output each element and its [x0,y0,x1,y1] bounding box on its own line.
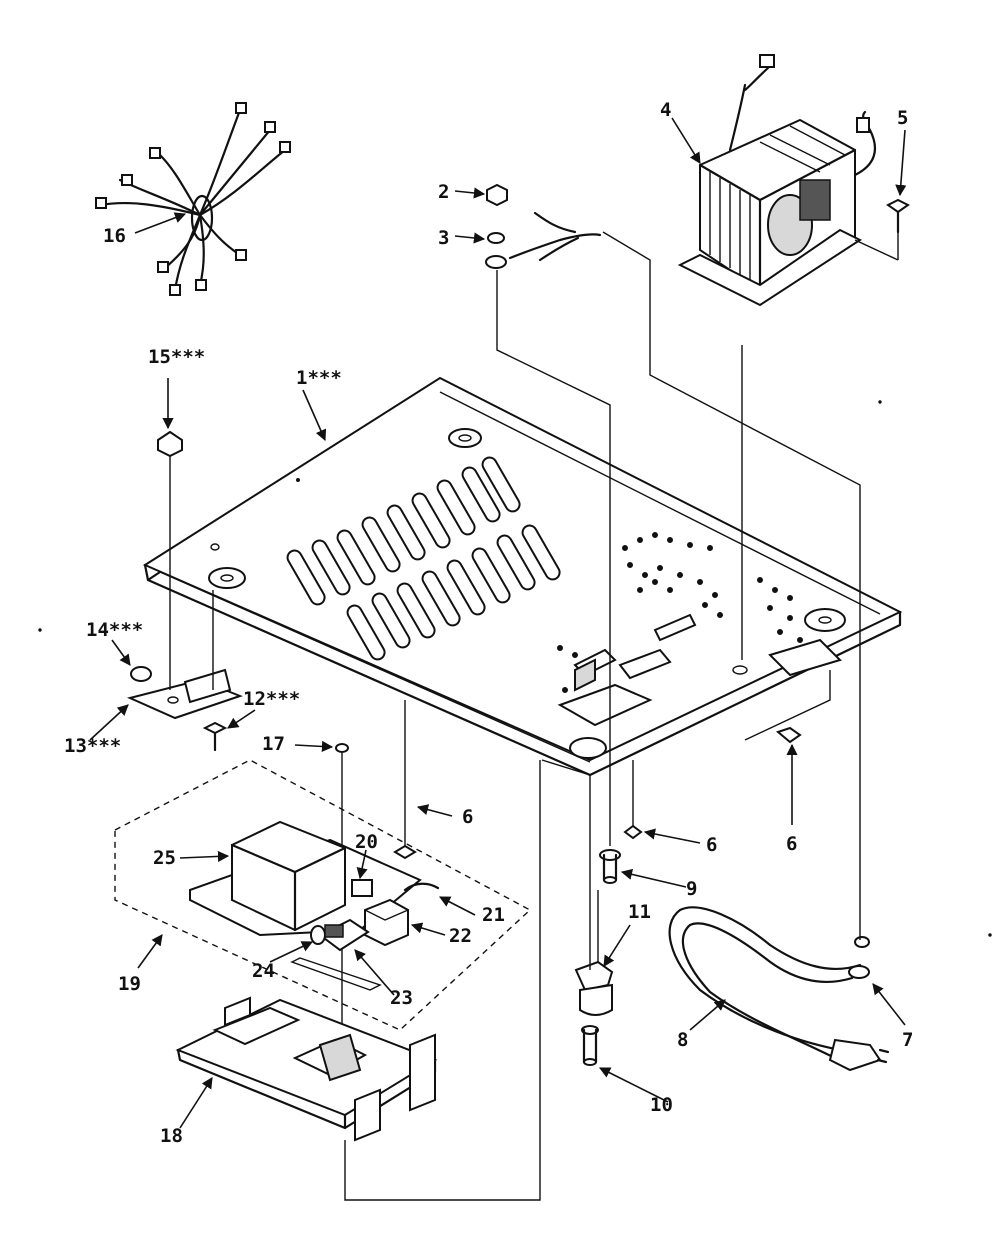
label-part-3: 3 [438,227,449,249]
label-part-1: 1*** [296,367,342,389]
screw-part-6-a [393,700,417,860]
label-part-20: 20 [355,831,378,853]
mounting-bracket-part-18 [175,996,438,1142]
vent-louvers [286,456,561,661]
perforation-dots [557,532,803,693]
scan-specks [38,400,992,937]
label-part-25: 25 [153,847,176,869]
leader-arrows [89,117,907,1129]
label-part-9: 9 [686,878,697,900]
label-part-8: 8 [677,1029,688,1051]
label-part-18: 18 [160,1125,183,1147]
control-assembly-part-19 [114,759,532,1031]
label-part-24: 24 [252,960,275,982]
power-cord-part-8 [668,906,890,1072]
label-part-7: 7 [902,1029,913,1051]
label-part-5: 5 [897,107,908,129]
grommet-part-15 [157,430,183,458]
label-part-6-c: 6 [786,833,797,855]
connector-part-24 [310,924,344,945]
part-labels: 1*** 2 3 4 5 6 6 6 7 8 9 10 11 12*** 13*… [64,99,913,1147]
label-part-15: 15*** [148,346,205,368]
label-part-12: 12*** [243,688,300,710]
screw-part-5 [886,198,910,234]
foot-part-11 [574,960,614,1016]
label-part-23: 23 [390,987,413,1009]
label-part-10: 10 [650,1094,673,1116]
nut-part-14 [130,666,152,682]
base-plate-part-1 [142,376,903,777]
assembly-guide-lines [169,231,899,1201]
screw-part-6-c [775,726,802,744]
nut-part-2 [486,183,508,207]
screw-part-12 [202,721,228,752]
label-part-14: 14*** [86,619,143,641]
clamp-part-7 [848,936,870,979]
label-part-22: 22 [449,925,472,947]
fan-motor-assembly-part-4 [677,54,877,307]
label-part-13: 13*** [64,735,121,757]
control-board-edge [290,957,382,991]
label-part-17: 17 [262,733,285,755]
label-part-11: 11 [628,901,651,923]
label-part-4: 4 [660,99,671,121]
switch-part-20 [351,879,373,897]
wiring-harness-part-16 [95,102,291,296]
pin-part-10 [581,1025,599,1066]
label-part-19: 19 [118,973,141,995]
label-part-2: 2 [438,181,449,203]
label-part-6-a: 6 [462,806,473,828]
bolt-part-9 [599,849,621,884]
clip-part-21 [403,882,440,892]
label-part-16: 16 [103,225,126,247]
relay-part-22 [364,898,409,947]
label-part-6-b: 6 [706,834,717,856]
screw-part-6-b [623,760,643,840]
label-part-21: 21 [482,904,505,926]
washer-part-3 [485,211,602,269]
